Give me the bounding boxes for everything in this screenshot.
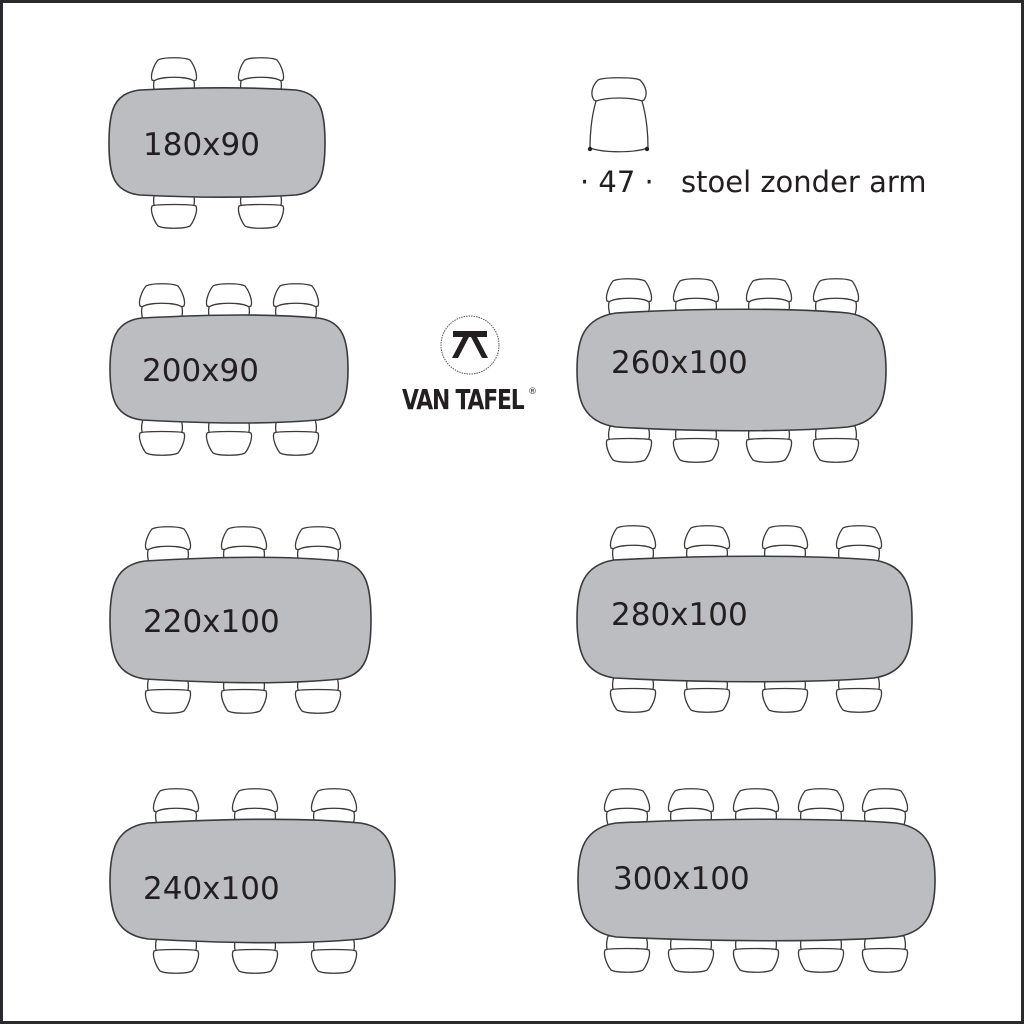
table-top-280x100 — [576, 555, 913, 683]
table-top-300x100 — [577, 818, 936, 942]
vantafel-table-logo-icon — [440, 315, 500, 375]
table-size-label: 280x100 — [611, 597, 748, 633]
table-group-200x90 — [109, 283, 349, 456]
table-top-180x90 — [108, 86, 326, 199]
table-size-label: 300x100 — [613, 861, 750, 897]
table-group-240x100 — [109, 788, 396, 974]
table-size-label: 240x100 — [143, 871, 280, 907]
table-top-200x90 — [109, 314, 349, 424]
chair-without-arms-icon — [587, 77, 650, 153]
table-size-label: 220x100 — [143, 604, 280, 640]
table-group-260x100 — [576, 278, 887, 463]
table-top-220x100 — [109, 556, 372, 684]
table-group-280x100 — [576, 525, 913, 713]
chair-description-label: stoel zonder arm — [681, 165, 927, 199]
table-size-label: 180x90 — [143, 127, 260, 163]
table-group-220x100 — [109, 526, 372, 714]
table-group-180x90 — [108, 57, 326, 229]
brand-name: VAN TAFEL — [402, 383, 525, 416]
table-size-label: 200x90 — [142, 353, 259, 389]
table-top-260x100 — [576, 308, 887, 432]
table-group-300x100 — [577, 788, 936, 973]
table-size-label: 260x100 — [611, 345, 748, 381]
registered-mark: ® — [528, 387, 537, 397]
table-top-240x100 — [109, 818, 396, 944]
seat-width-label: · 47 · — [580, 165, 654, 199]
